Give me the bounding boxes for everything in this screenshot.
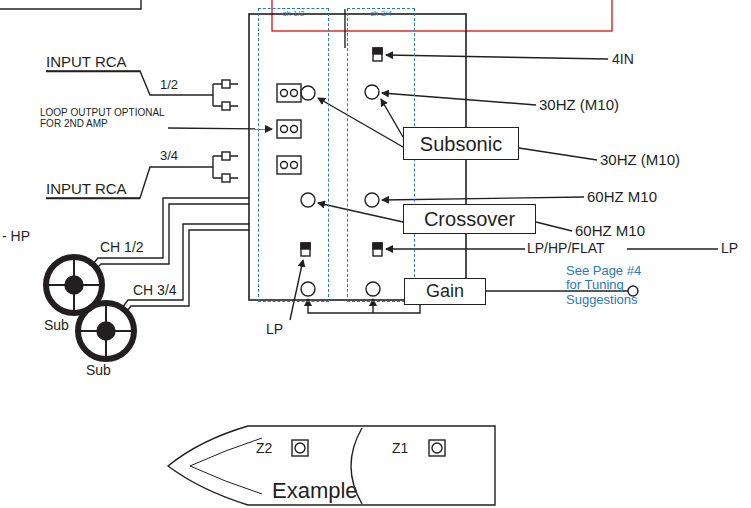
setting-label: 30HZ (M10)	[600, 152, 680, 169]
channel-label: 3/4	[160, 149, 178, 163]
subwoofers	[46, 257, 134, 359]
channel-divider	[344, 9, 345, 48]
leader-lines	[290, 55, 718, 320]
band-heading: ch 3/4	[348, 10, 414, 18]
setting-label: LP	[266, 322, 283, 337]
channel-label: CH 1/2	[100, 240, 144, 255]
band-heading: ch 1/2	[259, 10, 328, 18]
rca-jacks	[277, 84, 301, 174]
gain-box: Gain	[404, 278, 486, 305]
knobs	[301, 85, 380, 296]
setting-label: 4IN	[612, 52, 634, 67]
subsonic-box: Subsonic	[403, 127, 519, 160]
setting-label: - HP	[2, 229, 30, 244]
rca-plugs	[46, 71, 272, 198]
setting-label: 60HZ M10	[575, 223, 645, 240]
channel-label: 1/2	[160, 78, 178, 92]
sub-label: Sub	[44, 318, 69, 333]
setting-label: 30HZ (M10)	[539, 97, 619, 114]
setting-label: LP	[721, 241, 738, 256]
crossover-box: Crossover	[403, 204, 536, 234]
box-text: Crossover	[424, 208, 515, 230]
setting-label: 60HZ M10	[587, 189, 657, 206]
input-label: INPUT RCA	[46, 181, 127, 198]
caption-label: Example	[272, 479, 358, 503]
tuning-note: See Page #4 for Tuning Suggestions	[566, 264, 658, 307]
channel-label: CH 3/4	[133, 283, 177, 298]
underline	[46, 198, 140, 199]
cut-box	[0, 0, 141, 9]
boat-outline	[168, 426, 495, 505]
note-box	[272, 0, 612, 31]
zone-label: Z1	[392, 441, 408, 456]
underline	[46, 71, 140, 72]
channel-band: ch 1/2	[258, 8, 329, 302]
box-text: Gain	[426, 282, 464, 302]
switches	[301, 48, 382, 256]
loop-output-note: LOOP OUTPUT OPTIONAL FOR 2ND AMP	[40, 107, 168, 129]
switch-label: LP/HP/FLAT	[527, 241, 605, 256]
sub-label: Sub	[86, 363, 111, 378]
input-label: INPUT RCA	[46, 54, 127, 71]
zone-label: Z2	[256, 441, 272, 456]
speaker-wires	[92, 198, 249, 311]
box-text: Subsonic	[420, 133, 502, 155]
